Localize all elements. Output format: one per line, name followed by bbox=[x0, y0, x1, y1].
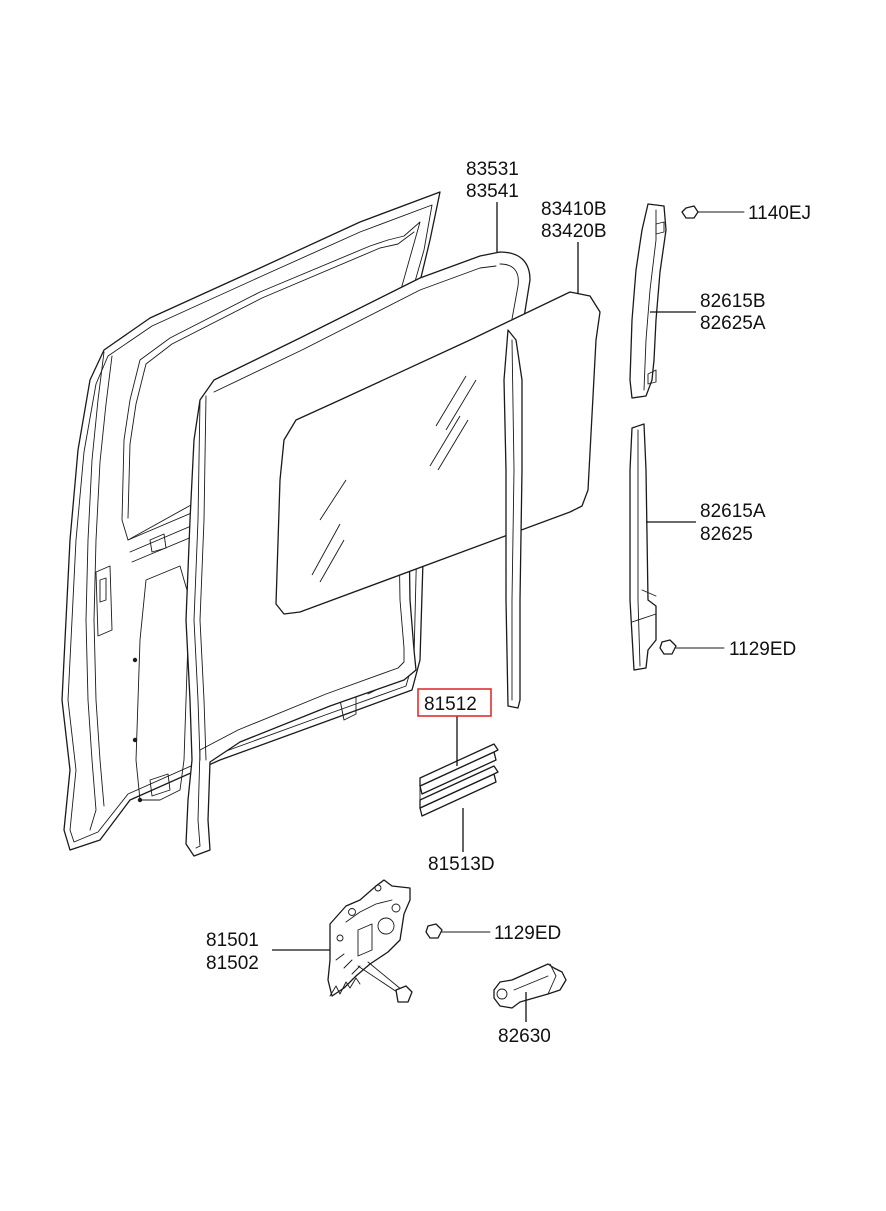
label-1140ej[interactable]: 1140EJ bbox=[748, 203, 811, 224]
label-82625a[interactable]: 82625A bbox=[700, 313, 766, 334]
label-83541[interactable]: 83541 bbox=[466, 181, 519, 202]
highlight-box-81512 bbox=[417, 688, 492, 717]
screw-1140ej-drawing bbox=[681, 205, 745, 219]
part-labels: 83531 83541 83410B 83420B 1140EJ 82615B … bbox=[206, 159, 811, 1047]
label-83410b[interactable]: 83410B bbox=[541, 199, 607, 220]
rear-run-channel-drawing bbox=[503, 329, 523, 709]
label-1129ed-top[interactable]: 1129ED bbox=[729, 639, 796, 660]
label-82615a[interactable]: 82615A bbox=[700, 501, 766, 522]
screw-1129ed-top-drawing bbox=[659, 639, 725, 655]
upper-guide-rail-drawing bbox=[629, 203, 667, 399]
label-82630[interactable]: 82630 bbox=[498, 1026, 551, 1047]
label-83420b[interactable]: 83420B bbox=[541, 221, 607, 242]
label-81501[interactable]: 81501 bbox=[206, 930, 259, 951]
label-1129ed-bottom[interactable]: 1129ED bbox=[494, 923, 561, 944]
label-81513d[interactable]: 81513D bbox=[428, 854, 495, 875]
leader-lines bbox=[272, 202, 696, 1022]
label-81502[interactable]: 81502 bbox=[206, 953, 259, 974]
window-regulator-drawing bbox=[327, 879, 413, 1003]
lower-guide-rail-drawing bbox=[629, 423, 657, 671]
label-81512[interactable]: 81512 bbox=[424, 694, 477, 715]
label-83531[interactable]: 83531 bbox=[466, 159, 519, 180]
screw-1129ed-bottom-drawing bbox=[425, 923, 491, 939]
label-82625[interactable]: 82625 bbox=[700, 524, 753, 545]
label-82615b[interactable]: 82615B bbox=[700, 291, 766, 312]
glass-channel-drawing bbox=[419, 743, 499, 817]
window-crank-handle-drawing bbox=[493, 963, 567, 1009]
